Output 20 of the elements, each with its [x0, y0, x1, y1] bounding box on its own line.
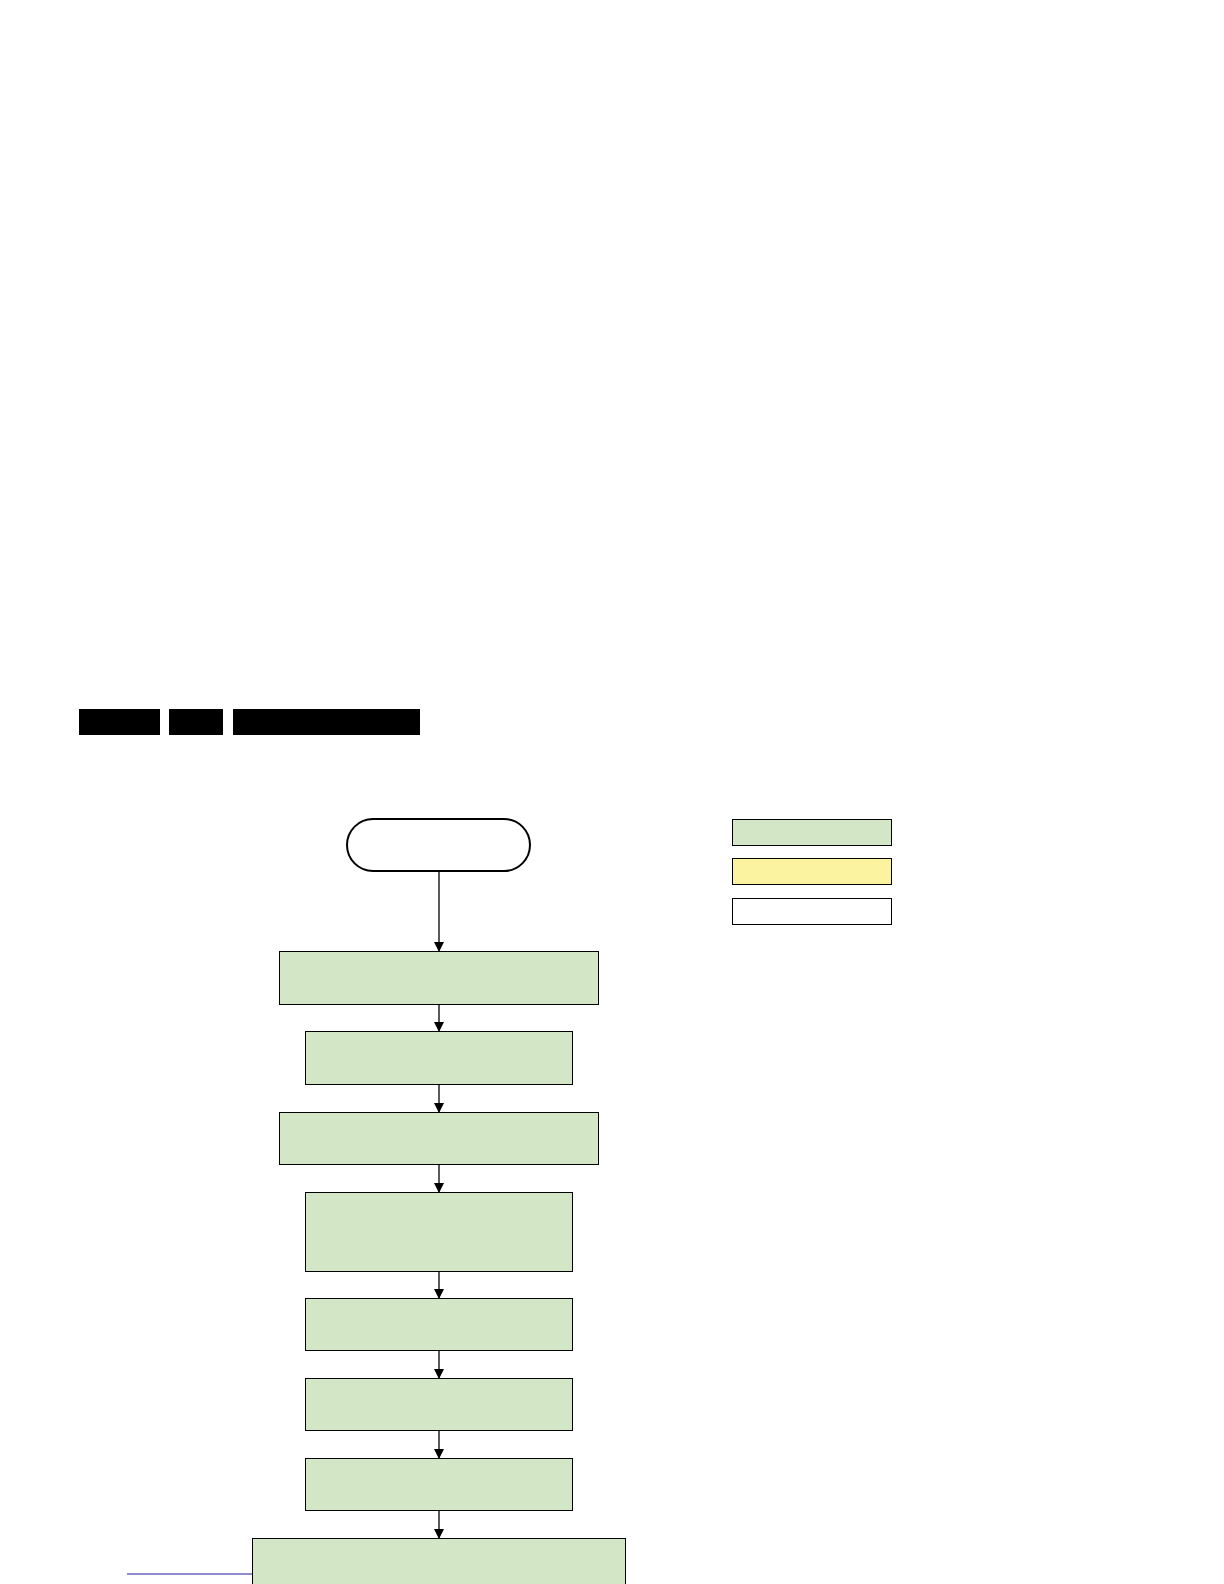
arrow — [434, 1510, 444, 1539]
legend-swatch — [732, 858, 892, 885]
process-box — [279, 1112, 599, 1165]
terminal-capsule — [346, 818, 531, 872]
legend-swatch — [732, 819, 892, 846]
process-box — [305, 1298, 573, 1351]
arrow — [434, 1350, 444, 1379]
arrow — [434, 1004, 444, 1032]
process-box — [305, 1458, 573, 1511]
process-box — [305, 1378, 573, 1431]
arrow — [434, 1164, 444, 1193]
arrow — [434, 1430, 444, 1459]
process-box — [252, 1538, 626, 1584]
arrow — [434, 871, 444, 952]
arrow — [434, 1084, 444, 1113]
process-box — [279, 951, 599, 1005]
legend-swatch — [732, 898, 892, 925]
arrow — [434, 1271, 444, 1299]
process-box — [305, 1031, 573, 1085]
process-box — [305, 1192, 573, 1272]
